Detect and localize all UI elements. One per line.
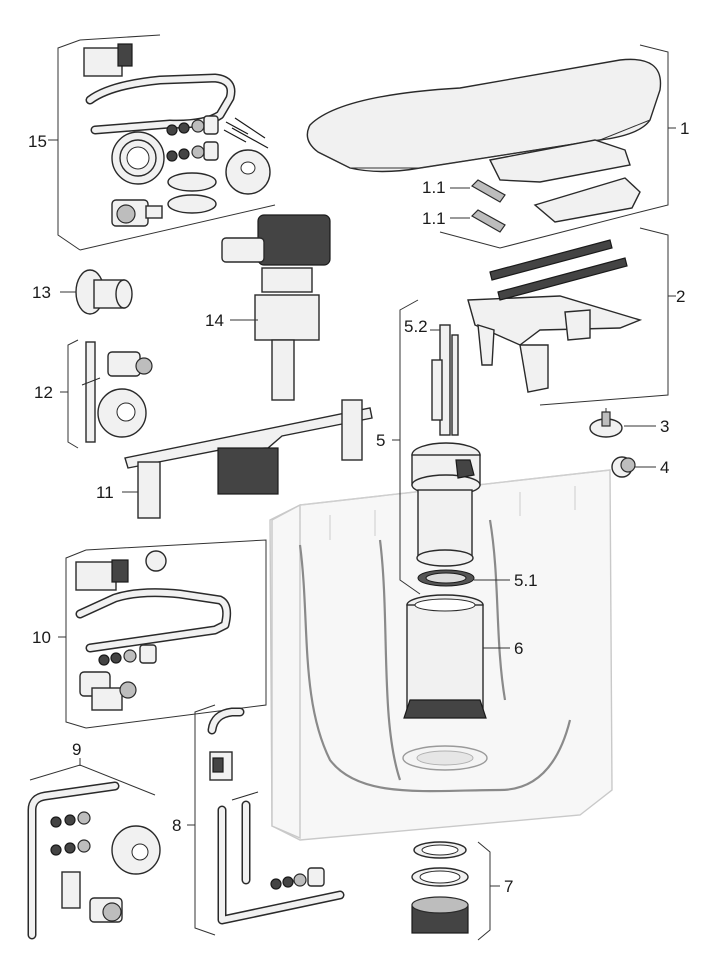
label-5-1: 5.1 — [514, 571, 538, 590]
label-14: 14 — [205, 311, 224, 330]
flush-valve-5: 5.2 5 5.1 — [376, 299, 538, 595]
overflow-tube-6: 6 — [403, 594, 523, 719]
label-1-1-lower: 1.1 — [422, 209, 446, 228]
label-2: 2 — [676, 287, 685, 306]
label-11: 11 — [96, 483, 114, 502]
label-10: 10 — [32, 628, 51, 647]
label-7: 7 — [504, 877, 513, 896]
part-4: 4 — [611, 456, 669, 478]
cover-1: 1 1.1 1.1 — [306, 44, 689, 249]
label-8: 8 — [172, 816, 181, 835]
cap-13: 13 — [32, 269, 133, 315]
part-3: 3 — [589, 408, 669, 438]
kit-8: 8 — [172, 704, 345, 936]
label-3: 3 — [660, 417, 669, 436]
label-5: 5 — [376, 431, 385, 450]
label-5-2: 5.2 — [404, 317, 428, 336]
label-1-1-upper: 1.1 — [422, 178, 446, 197]
fill-valve-14: 14 — [205, 214, 331, 401]
label-6: 6 — [514, 639, 523, 658]
label-1: 1 — [680, 119, 689, 138]
label-4: 4 — [660, 458, 669, 477]
label-13: 13 — [32, 283, 51, 302]
bracket-11: 11 — [96, 399, 373, 519]
label-9: 9 — [72, 740, 81, 759]
nut-7: 7 — [411, 841, 513, 941]
kit-15: 15 — [28, 34, 276, 251]
label-12: 12 — [34, 383, 53, 402]
kit-10: 10 — [32, 539, 267, 729]
kit-12: 12 — [34, 339, 153, 449]
frame-2: 2 — [467, 227, 685, 406]
label-15: 15 — [28, 132, 47, 151]
kit-9: 9 — [27, 740, 161, 940]
